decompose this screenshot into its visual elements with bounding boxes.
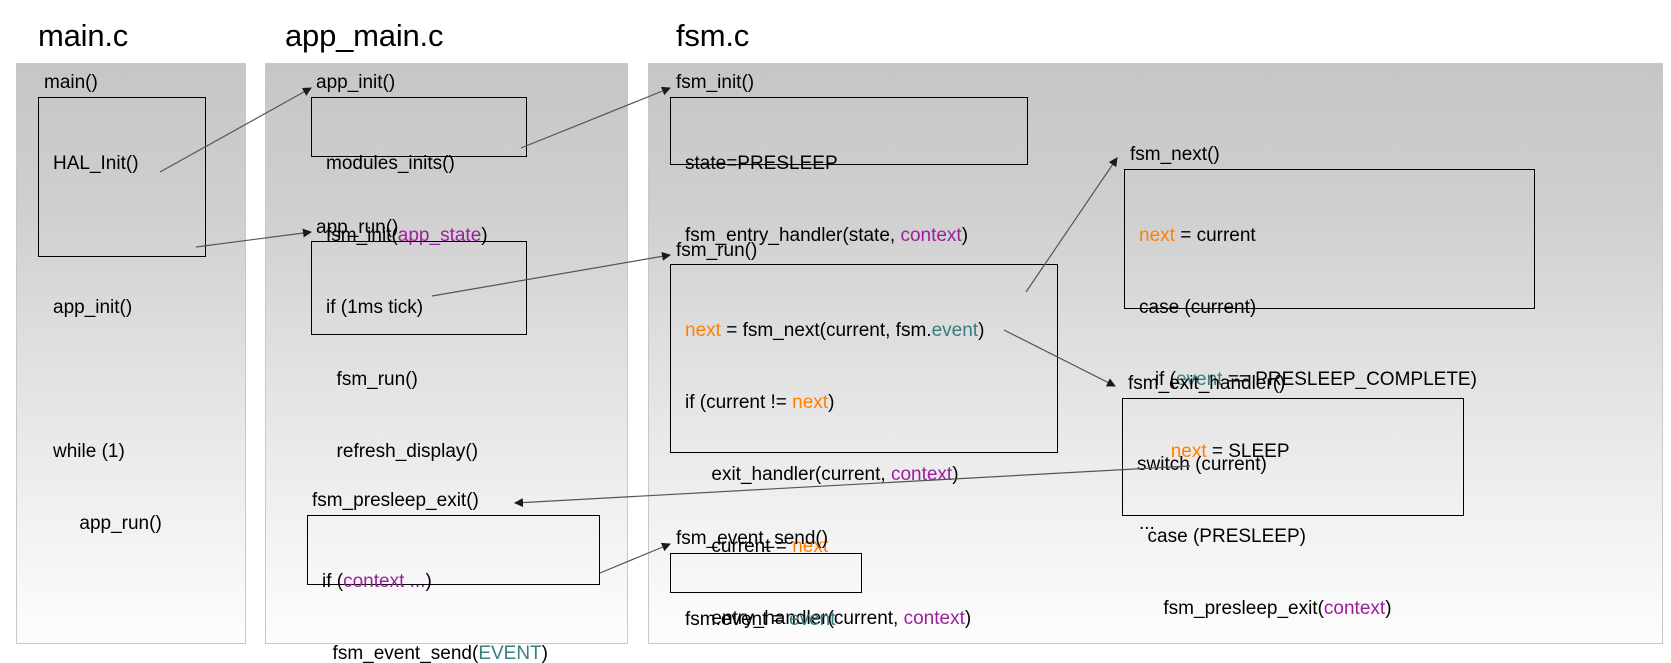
function-label-app-init: app_init() [316, 72, 396, 93]
code-line-entry-handler: entry_handler(current, context) [685, 608, 972, 629]
code-box-fsm-run: next = fsm_next(current, fsm.event) if (… [670, 264, 1058, 629]
code-line-if-tick: if (1ms tick) [326, 297, 424, 318]
code-line-if-event-eq: if (event == PRESLEEP_COMPLETE) [1139, 369, 1477, 390]
code-line-if-context: if (context ...) [322, 571, 432, 592]
code-line-modules-inits: modules_inits() [326, 153, 455, 174]
code-line-app-run: app_run() [53, 513, 162, 534]
code-box-fsm-event-send: fsm.event = event [670, 553, 862, 630]
code-box-main: HAL_Init() app_init() while (1) app_run(… [38, 97, 206, 534]
code-line-hal-init: HAL_Init() [53, 153, 139, 174]
code-line-assign-event: fsm.event = event [685, 609, 836, 630]
function-label-fsm-exit-handler: fsm_exit_handler() [1128, 373, 1286, 394]
code-line-blank-2 [53, 368, 195, 392]
code-line-next-assign: next = fsm_next(current, fsm.event) [685, 320, 985, 341]
code-box-fsm-exit-handler: switch (current) case (PRESLEEP) fsm_pre… [1122, 398, 1464, 619]
code-box-fsm-presleep-exit: if (context ...) fsm_event_send(EVENT) [307, 515, 600, 663]
code-line-case-current: case (current) [1139, 297, 1257, 318]
code-line-current-assign: current = next [685, 536, 829, 557]
code-box-app-init: modules_inits() fsm_init(app_state) [311, 97, 527, 246]
function-label-fsm-presleep-exit: fsm_presleep_exit() [312, 490, 479, 511]
code-line-ellipsis: ... [1139, 513, 1155, 534]
code-line-case-presleep: case (PRESLEEP) [1137, 526, 1306, 547]
code-line-next-sleep: next = SLEEP [1170, 441, 1290, 462]
code-box-fsm-init: state=PRESLEEP fsm_entry_handler(state, … [670, 97, 1028, 246]
function-label-app-run: app_run() [316, 217, 399, 238]
code-box-app-run: if (1ms tick) fsm_run() refresh_display(… [311, 241, 527, 462]
column-title-app-main-c: app_main.c [285, 18, 444, 53]
column-title-main-c: main.c [38, 18, 129, 53]
code-line-presleep-exit: fsm_presleep_exit(context) [1137, 598, 1392, 619]
function-label-fsm-run: fsm_run() [676, 240, 758, 261]
column-title-fsm-c: fsm.c [676, 18, 750, 53]
code-line-fsm-run-call: fsm_run() [326, 369, 418, 390]
code-line-next-current: next = current [1139, 225, 1256, 246]
code-line-entry-handler: fsm_entry_handler(state, context) [685, 225, 969, 246]
function-label-fsm-next: fsm_next() [1130, 144, 1220, 165]
code-line-state-presleep: state=PRESLEEP [685, 153, 838, 174]
code-line-fsm-init-call: fsm_init(app_state) [326, 225, 488, 246]
function-label-fsm-init: fsm_init() [676, 72, 755, 93]
code-line-exit-handler: exit_handler(current, context) [685, 464, 959, 485]
code-line-blank-1 [53, 224, 195, 248]
code-line-event-send: fsm_event_send(EVENT) [322, 643, 548, 663]
code-line-switch-current: switch (current) [1137, 454, 1267, 475]
code-line-if-current-ne: if (current != next) [685, 392, 835, 413]
function-label-main: main() [44, 72, 98, 93]
code-line-while-1: while (1) [53, 441, 125, 462]
column-panel-app-main-c [265, 63, 628, 644]
code-line-app-init: app_init() [53, 297, 133, 318]
code-line-refresh-display: refresh_display() [326, 441, 479, 462]
code-box-fsm-next: next = current case (current) if (event … [1124, 169, 1535, 534]
function-label-fsm-event-send: fsm_event_send() [676, 528, 829, 549]
column-panel-fsm-c [648, 63, 1663, 644]
